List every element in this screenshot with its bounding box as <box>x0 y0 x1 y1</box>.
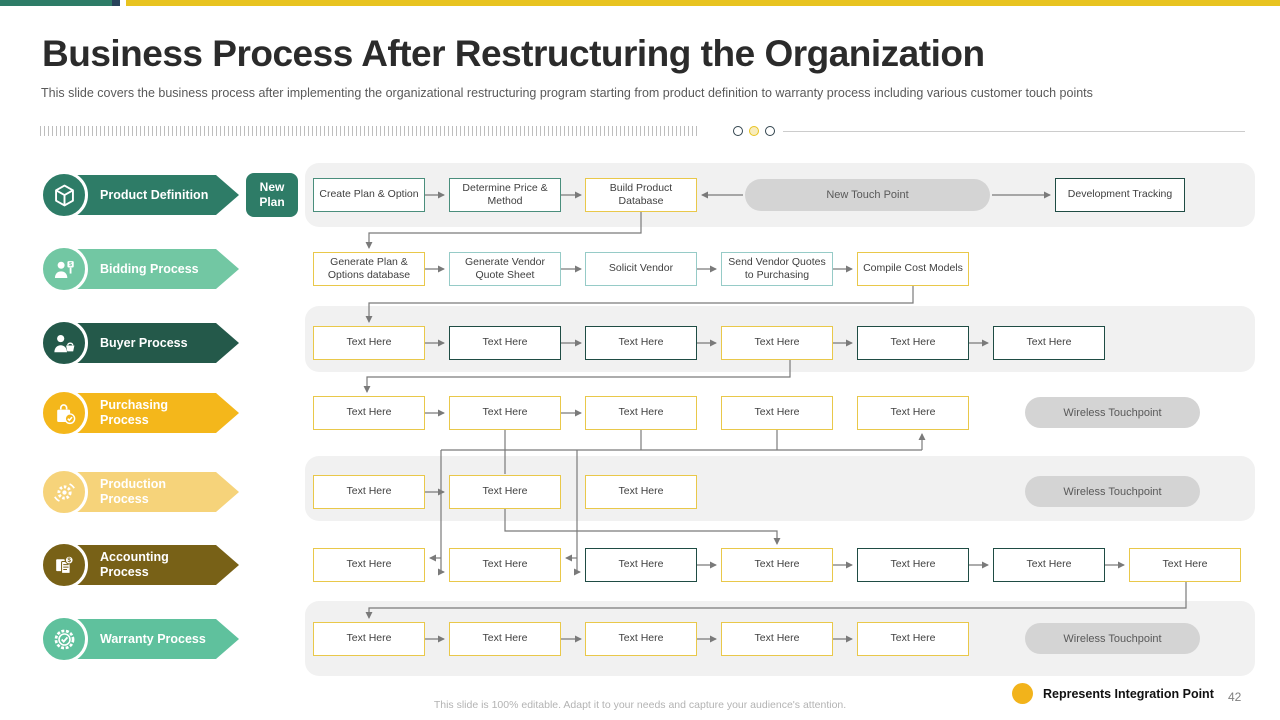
flow-box: Text Here <box>585 622 697 656</box>
process-label-text: Purchasing Process <box>100 398 169 427</box>
touchpoint-pill: Wireless Touchpoint <box>1025 397 1200 428</box>
flow-box: Text Here <box>313 622 425 656</box>
flow-box: Create Plan & Option <box>313 178 425 212</box>
flow-box: Text Here <box>313 396 425 430</box>
process-label-warranty-process: Warranty Process <box>62 619 239 659</box>
slide-title: Business Process After Restructuring the… <box>42 33 985 74</box>
process-label-text: Production Process <box>100 477 166 506</box>
pagination-dot <box>765 126 775 136</box>
legend-label: Represents Integration Point <box>1043 686 1214 701</box>
process-label-buyer-process: Buyer Process <box>62 323 239 363</box>
flow-box: Text Here <box>585 326 697 360</box>
flow-box: Text Here <box>449 475 561 509</box>
shopping-bag-icon <box>40 389 88 437</box>
process-label-purchasing-process: Purchasing Process <box>62 393 239 433</box>
touchpoint-pill: New Touch Point <box>745 179 990 211</box>
process-label-accounting-process: Accounting Process <box>62 545 239 585</box>
flow-box: Text Here <box>993 326 1105 360</box>
bidder-icon: $ <box>40 245 88 293</box>
flow-box: Text Here <box>857 622 969 656</box>
flow-box: Generate Vendor Quote Sheet <box>449 252 561 286</box>
top-bar-teal-accent <box>0 0 112 6</box>
top-bar-yellow-accent <box>126 0 1280 6</box>
flow-box: Text Here <box>585 475 697 509</box>
flow-box: Text Here <box>721 548 833 582</box>
svg-text:$: $ <box>67 558 71 564</box>
top-bar-navy-accent <box>112 0 120 6</box>
flow-box: Text Here <box>449 548 561 582</box>
warranty-badge-icon <box>40 615 88 663</box>
flow-box: Send Vendor Quotes to Purchasing <box>721 252 833 286</box>
tick-divider <box>40 126 698 136</box>
touchpoint-pill: Wireless Touchpoint <box>1025 623 1200 654</box>
flow-box: Text Here <box>857 396 969 430</box>
flow-box: Text Here <box>993 548 1105 582</box>
flow-box: Text Here <box>857 326 969 360</box>
process-label-production-process: Production Process <box>62 472 239 512</box>
process-label-text: Buyer Process <box>100 335 188 350</box>
flow-box: Text Here <box>585 396 697 430</box>
svg-text:$: $ <box>69 262 72 268</box>
gears-icon <box>40 468 88 516</box>
process-label-text: Warranty Process <box>100 631 206 646</box>
flow-box: Text Here <box>449 326 561 360</box>
flow-box: Determine Price & Method <box>449 178 561 212</box>
flow-box: Text Here <box>721 326 833 360</box>
flow-box: Text Here <box>313 475 425 509</box>
pagination-dot <box>733 126 743 136</box>
flow-box: Text Here <box>313 548 425 582</box>
flow-box: Generate Plan & Options database <box>313 252 425 286</box>
touchpoint-pill: Wireless Touchpoint <box>1025 476 1200 507</box>
flow-box: Text Here <box>585 548 697 582</box>
flow-box: Solicit Vendor <box>585 252 697 286</box>
invoice-icon: $ <box>40 541 88 589</box>
process-label-bidding-process: Bidding Process <box>62 249 239 289</box>
flow-box: Text Here <box>721 396 833 430</box>
flow-box: Text Here <box>1129 548 1241 582</box>
flow-box: Text Here <box>313 326 425 360</box>
buyer-basket-icon <box>40 319 88 367</box>
pagination-dot <box>749 126 759 136</box>
flow-box: Build Product Database <box>585 178 697 212</box>
legend-integration-point: Represents Integration Point <box>1012 683 1214 704</box>
process-label-product-definition: Product Definition <box>62 175 239 215</box>
integration-point-dot <box>1012 683 1033 704</box>
divider-line <box>783 131 1245 132</box>
new-plan-tag: New Plan <box>246 173 298 217</box>
flow-box: Text Here <box>857 548 969 582</box>
cube-icon <box>40 171 88 219</box>
flow-box: Development Tracking <box>1055 178 1185 212</box>
page-number: 42 <box>1228 690 1242 704</box>
flow-box: Text Here <box>449 622 561 656</box>
flow-box: Compile Cost Models <box>857 252 969 286</box>
process-label-text: Bidding Process <box>100 261 199 276</box>
process-label-text: Product Definition <box>100 187 209 202</box>
process-label-text: Accounting Process <box>100 550 169 579</box>
flow-box: Text Here <box>449 396 561 430</box>
footer-note: This slide is 100% editable. Adapt it to… <box>433 699 847 711</box>
flow-box: Text Here <box>721 622 833 656</box>
slide-subtitle: This slide covers the business process a… <box>41 86 1093 100</box>
